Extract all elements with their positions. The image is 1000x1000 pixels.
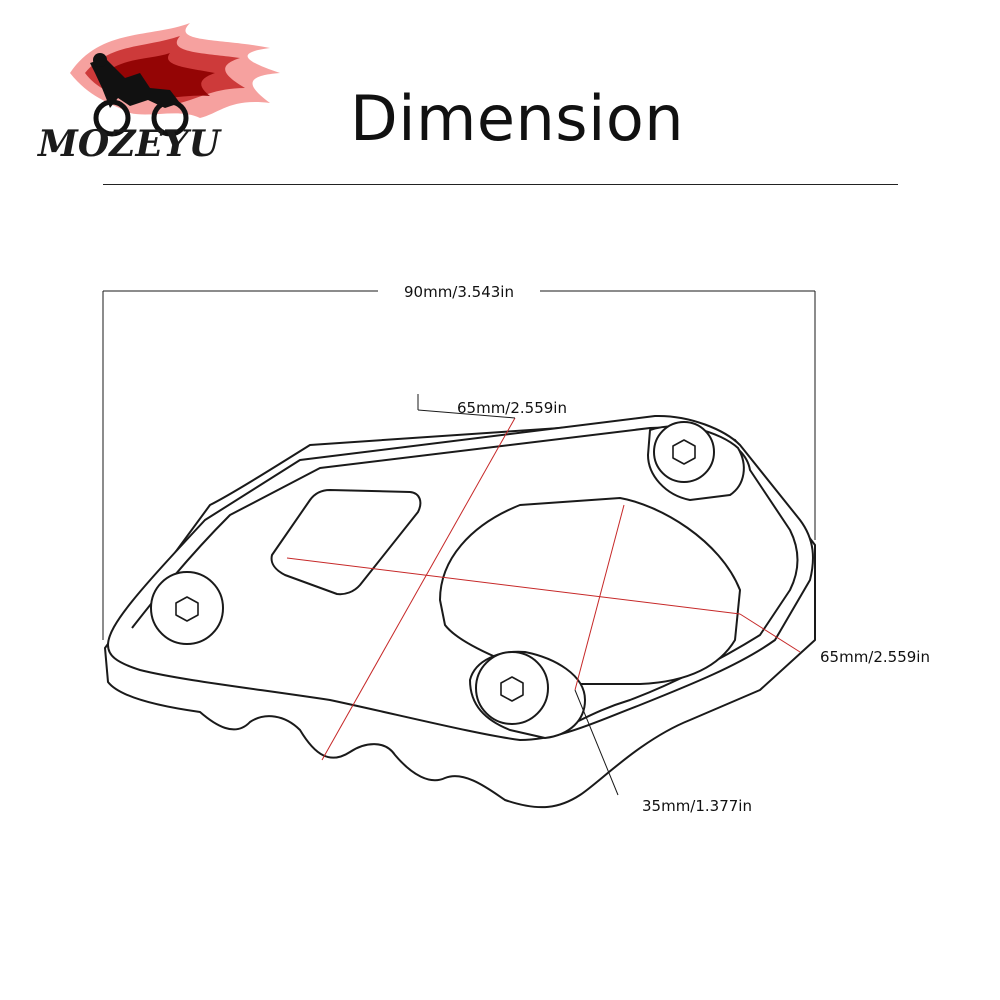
diagonal-b-label: 65mm/2.559in [820, 648, 930, 666]
hex-socket-bolt-icon [175, 439, 696, 702]
brand-logo-text: MOZEYU [36, 123, 223, 165]
black-leader-lines [417, 394, 619, 796]
diagonal-a-label: 65mm/2.559in [457, 399, 567, 417]
pad-inner-rim [131, 426, 799, 736]
trapezoid-cutout [270, 489, 422, 596]
motocross-rider-icon [90, 53, 189, 137]
overall-width-label: 90mm/3.543in [404, 283, 514, 301]
hole-width-label: 35mm/1.377in [642, 797, 752, 815]
width-dimension [102, 290, 816, 640]
stand-pad-part [104, 414, 816, 809]
brand-logo: MOZEYU [36, 23, 280, 165]
red-dimension-lines [286, 417, 801, 761]
title-divider [103, 184, 898, 185]
page-title: Dimension [350, 82, 685, 155]
